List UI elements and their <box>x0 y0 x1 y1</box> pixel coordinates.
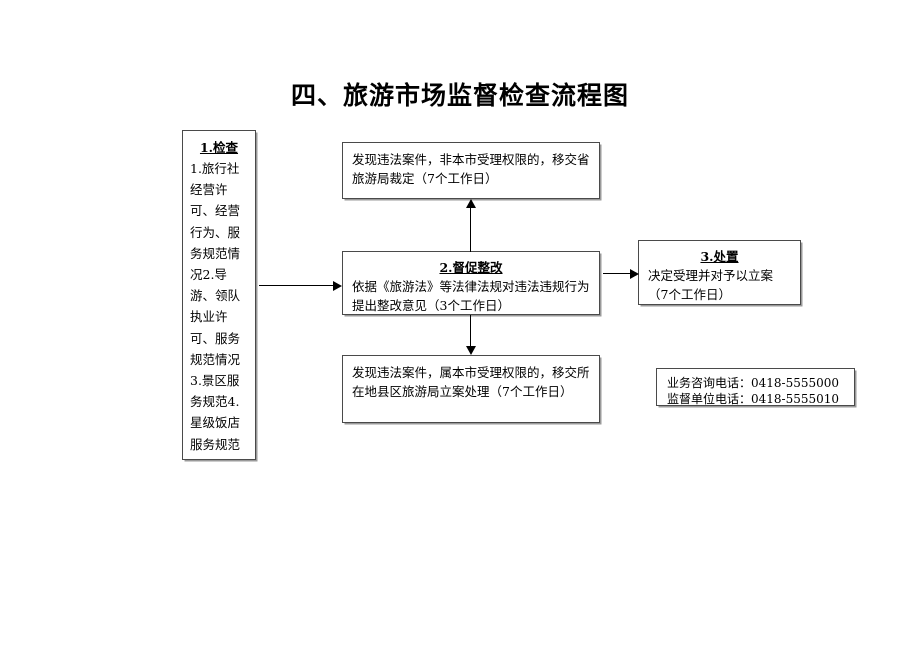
node-transfer-province[interactable]: 发现违法案件，非本市受理权限的，移交省旅游局裁定（7个工作日） <box>342 142 600 199</box>
node-inspection-body: 1.旅行社经营许可、经营行为、服务规范情况2.导游、领队执业许可、服务规范情况3… <box>190 161 241 452</box>
node-rectification-body: 依据《旅游法》等法律法规对违法违规行为提出整改意见（3个工作日） <box>352 279 590 313</box>
node-inspection-title: 1.检查 <box>199 140 239 155</box>
connector-line <box>259 285 334 286</box>
node-disposal-title: 3.处置 <box>700 249 739 264</box>
node-inspection-content: 1.检查 1.旅行社经营许可、经营行为、服务规范情况2.导游、领队执业许可、服务… <box>183 131 255 459</box>
node-rectification[interactable]: 2.督促整改 依据《旅游法》等法律法规对违法违规行为提出整改意见（3个工作日） <box>342 251 600 315</box>
node-disposal-content: 3.处置 决定受理并对予以立案（7个工作日） <box>639 241 800 310</box>
node-disposal[interactable]: 3.处置 决定受理并对予以立案（7个工作日） <box>638 240 801 305</box>
node-contacts-content: 业务咨询电话：0418-5555000 监督单位电话：0418-5555010 <box>657 369 854 413</box>
node-transfer-province-content: 发现违法案件，非本市受理权限的，移交省旅游局裁定（7个工作日） <box>343 143 599 194</box>
node-rectification-content: 2.督促整改 依据《旅游法》等法律法规对违法违规行为提出整改意见（3个工作日） <box>343 252 599 321</box>
node-disposal-body: 决定受理并对予以立案（7个工作日） <box>648 268 774 302</box>
connector-line <box>603 273 631 274</box>
node-rectification-title: 2.督促整改 <box>439 260 503 275</box>
arrow-head-right-icon <box>333 280 342 291</box>
page-title: 四、旅游市场监督检查流程图 <box>290 81 629 110</box>
contact-consult-phone: 业务咨询电话：0418-5555000 <box>667 376 840 390</box>
node-transfer-county-body: 发现违法案件，属本市受理权限的，移交所在地县区旅游局立案处理（7个工作日） <box>352 365 590 399</box>
node-transfer-county-content: 发现违法案件，属本市受理权限的，移交所在地县区旅游局立案处理（7个工作日） <box>343 356 599 407</box>
node-contacts[interactable]: 业务咨询电话：0418-5555000 监督单位电话：0418-5555010 <box>656 368 855 406</box>
node-transfer-province-body: 发现违法案件，非本市受理权限的，移交省旅游局裁定（7个工作日） <box>352 152 590 186</box>
node-inspection[interactable]: 1.检查 1.旅行社经营许可、经营行为、服务规范情况2.导游、领队执业许可、服务… <box>182 130 256 460</box>
node-transfer-county[interactable]: 发现违法案件，属本市受理权限的，移交所在地县区旅游局立案处理（7个工作日） <box>342 355 600 423</box>
arrow-head-down-icon <box>465 346 476 355</box>
arrow-head-up-icon <box>465 199 476 208</box>
connector-line <box>470 315 471 347</box>
arrow-head-right-icon <box>630 268 639 279</box>
connector-line <box>470 208 471 252</box>
contact-supervision-phone: 监督单位电话：0418-5555010 <box>667 392 840 406</box>
